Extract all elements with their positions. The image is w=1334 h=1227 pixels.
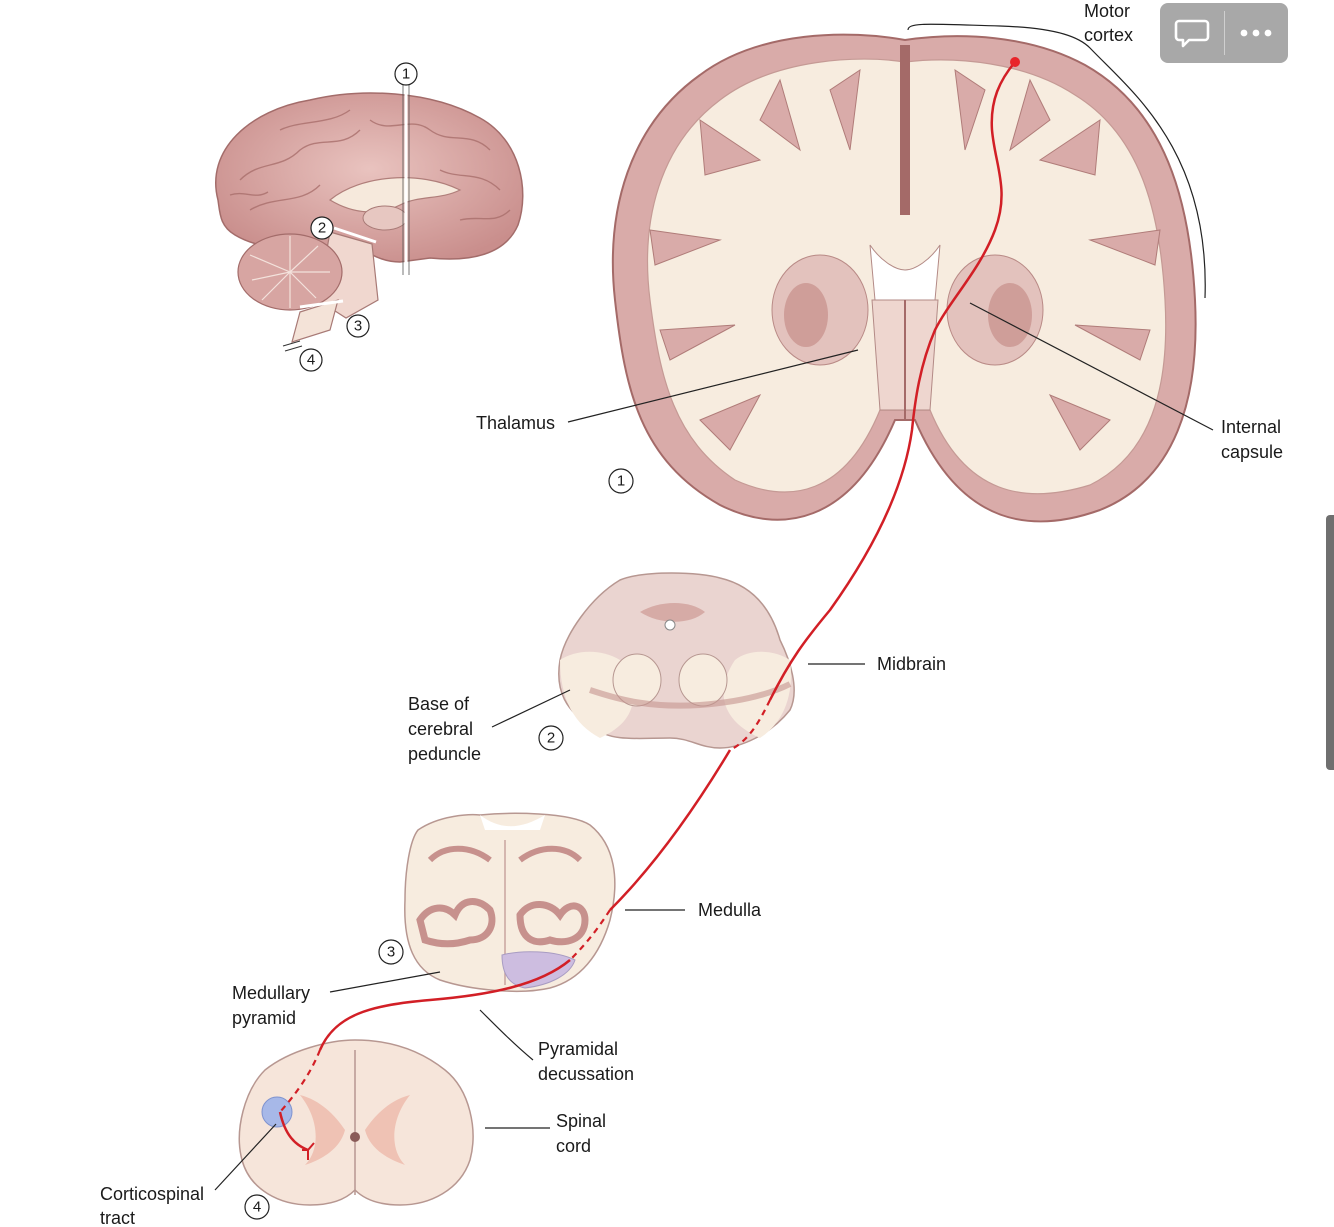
- scroll-handle[interactable]: [1326, 515, 1334, 770]
- inset-number-1: 1: [394, 62, 418, 86]
- svg-text:peduncle: peduncle: [408, 744, 481, 764]
- svg-text:pyramid: pyramid: [232, 1008, 296, 1028]
- leader-lines: [214, 302, 1214, 1191]
- comment-button[interactable]: [1160, 3, 1224, 63]
- speech-bubble-icon: [1174, 19, 1210, 48]
- svg-text:Medullary: Medullary: [232, 983, 310, 1003]
- inset-number-2: 2: [310, 216, 334, 240]
- svg-text:Spinal: Spinal: [556, 1111, 606, 1131]
- svg-text:cord: cord: [556, 1136, 591, 1156]
- medulla-section: 3: [378, 812, 616, 992]
- label-pyramidal-decussation: Pyramidal decussation: [538, 1039, 634, 1084]
- label-internal-capsule: Internal capsule: [1221, 417, 1283, 462]
- svg-text:tract: tract: [100, 1208, 135, 1227]
- svg-text:Internal: Internal: [1221, 417, 1281, 437]
- inset-number-4: 4: [299, 348, 323, 372]
- label-medullary-pyramid: Medullary pyramid: [232, 983, 310, 1028]
- svg-text:capsule: capsule: [1221, 442, 1283, 462]
- svg-text:1: 1: [617, 473, 625, 490]
- svg-text:Corticospinal: Corticospinal: [100, 1184, 204, 1204]
- svg-text:Motor: Motor: [1084, 1, 1130, 21]
- corticospinal-tract-path: [278, 57, 1020, 1160]
- svg-text:cerebral: cerebral: [408, 719, 473, 739]
- label-motor-cortex: Motor cortex: [1084, 1, 1133, 45]
- spinal-cord-section: 4: [238, 1039, 474, 1220]
- svg-text:cortex: cortex: [1084, 25, 1133, 45]
- label-medulla: Medulla: [698, 900, 762, 920]
- midbrain-section: 2: [538, 572, 795, 751]
- inset-number-3: 3: [346, 314, 370, 338]
- label-corticospinal-tract: Corticospinal tract: [100, 1184, 204, 1227]
- svg-text:Medulla: Medulla: [698, 900, 762, 920]
- svg-text:Base of: Base of: [408, 694, 470, 714]
- medulla-section-number: 3: [378, 939, 404, 965]
- svg-text:1: 1: [402, 66, 410, 83]
- label-spinal-cord: Spinal cord: [556, 1111, 606, 1156]
- svg-text:4: 4: [253, 1199, 261, 1216]
- svg-text:Thalamus: Thalamus: [476, 413, 555, 433]
- coronal-brain-section: [611, 23, 1206, 523]
- spinal-section-number: 4: [244, 1194, 270, 1220]
- svg-text:2: 2: [547, 730, 555, 747]
- label-base-of-cerebral-peduncle: Base of cerebral peduncle: [408, 694, 481, 764]
- svg-text:3: 3: [354, 318, 362, 335]
- image-toolbar: [1160, 3, 1288, 63]
- svg-text:4: 4: [307, 352, 315, 369]
- more-options-button[interactable]: [1225, 3, 1289, 63]
- toolbar-divider: [1223, 11, 1225, 55]
- label-midbrain: Midbrain: [877, 654, 946, 674]
- ellipsis-icon: [1240, 29, 1272, 37]
- label-thalamus: Thalamus: [476, 413, 555, 433]
- svg-text:Pyramidal: Pyramidal: [538, 1039, 618, 1059]
- svg-text:2: 2: [318, 220, 326, 237]
- svg-text:decussation: decussation: [538, 1064, 634, 1084]
- sagittal-brain-inset: 1 2 3 4: [215, 62, 524, 372]
- coronal-section-number: 1: [608, 468, 634, 494]
- svg-text:Midbrain: Midbrain: [877, 654, 946, 674]
- svg-text:3: 3: [387, 944, 395, 961]
- midbrain-section-number: 2: [538, 725, 564, 751]
